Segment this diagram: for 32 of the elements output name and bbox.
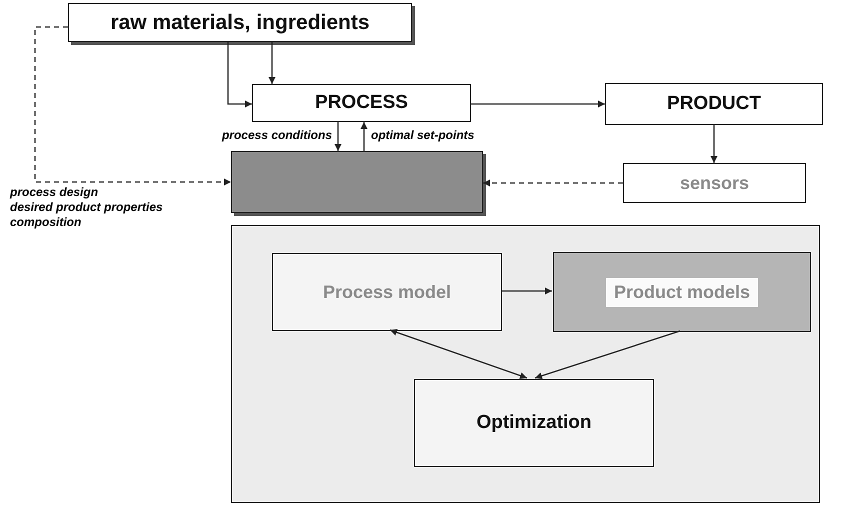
input-box (68, 3, 412, 42)
node-label: PRODUCT (667, 93, 761, 115)
arrow (390, 329, 528, 379)
note-text: process design (10, 185, 98, 199)
controller-box (231, 151, 483, 213)
sensor-box (623, 163, 806, 203)
note-text: composition (10, 215, 82, 229)
dashed-arrow (34, 26, 231, 186)
arrow (268, 42, 276, 84)
note-text: desired product properties (10, 200, 163, 214)
product-box (605, 83, 823, 125)
arrow (710, 125, 718, 163)
arrow (534, 330, 680, 380)
arrow (227, 42, 252, 108)
node-label: Process model (322, 282, 452, 302)
arrow (334, 122, 342, 151)
node-label: raw materials, ingredients (110, 10, 370, 34)
node-label: Product models (606, 278, 758, 306)
node-label: PROCESS (315, 92, 408, 114)
node-label: Optimization (476, 412, 592, 434)
arrow (501, 288, 552, 294)
model-box (553, 252, 811, 332)
optimization-box (414, 379, 654, 467)
model-box (272, 253, 502, 331)
edge-label: optimal set-points (370, 128, 476, 142)
node-label: sensors (680, 172, 750, 194)
arrow (471, 100, 605, 108)
arrow (360, 122, 368, 151)
edge-label: process conditions (220, 128, 333, 142)
dashed-arrow (483, 180, 623, 186)
model-panel (231, 225, 820, 503)
process-box (252, 84, 471, 122)
